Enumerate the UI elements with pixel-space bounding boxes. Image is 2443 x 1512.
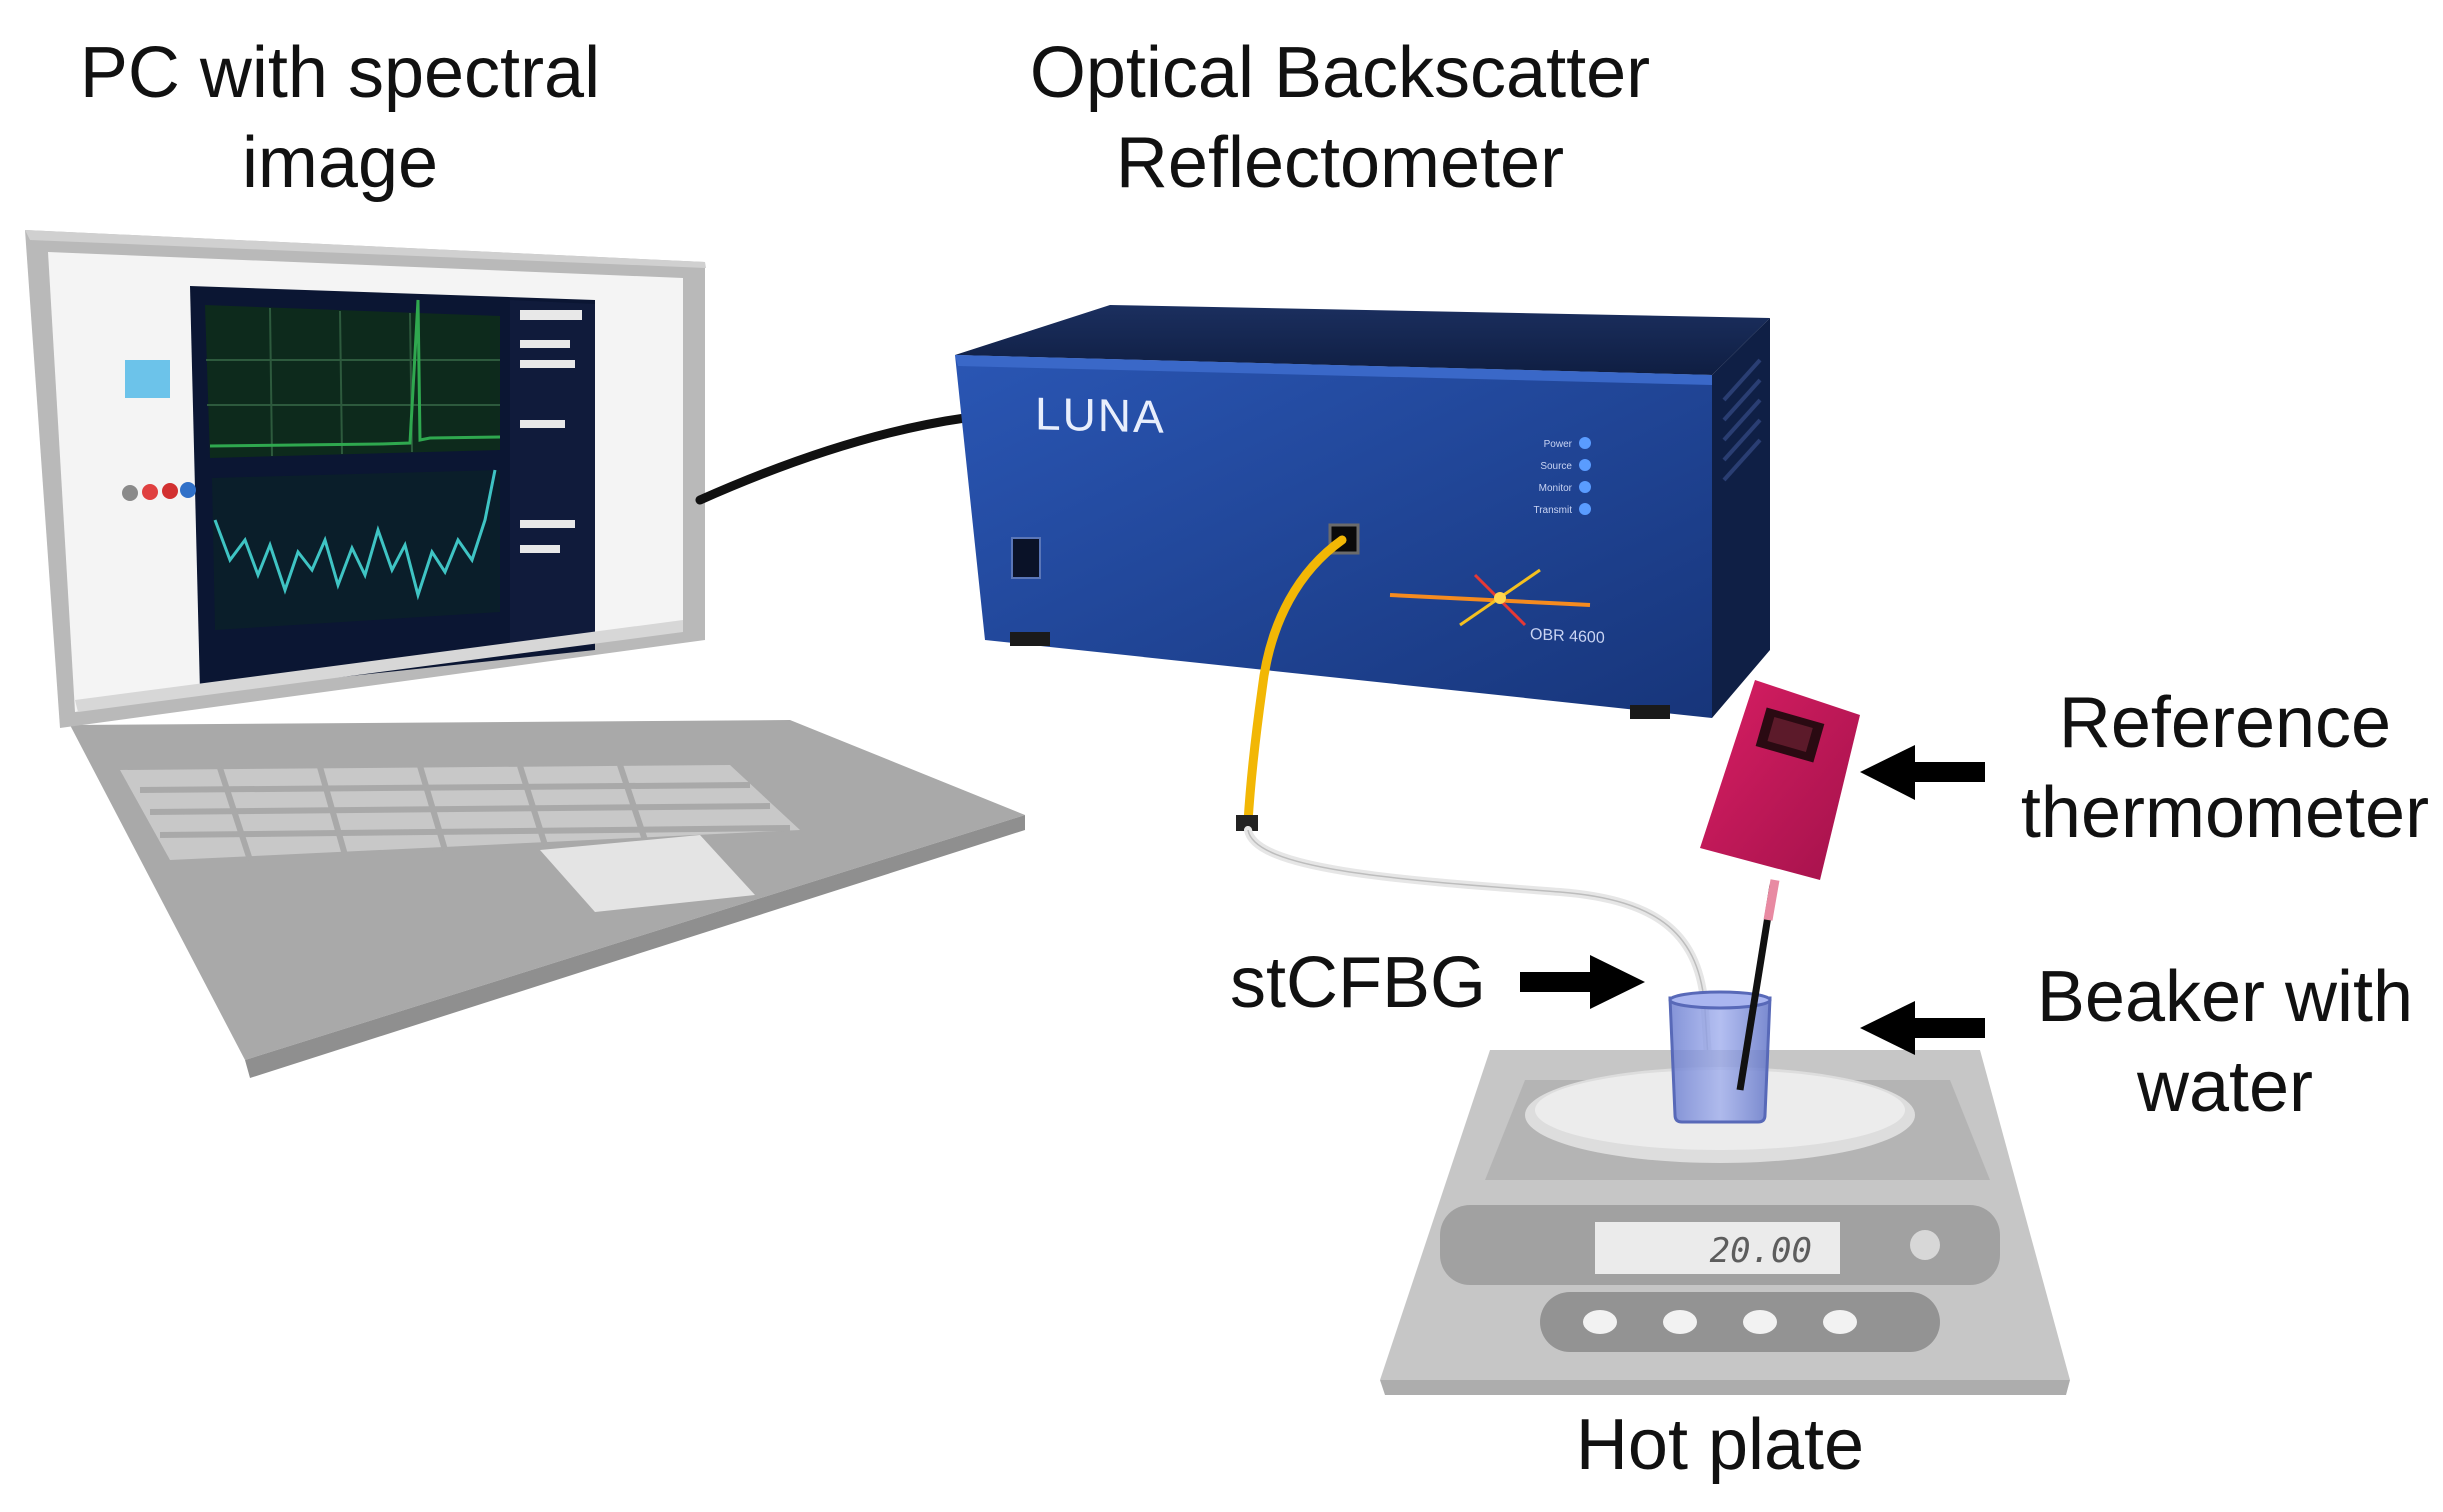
- obr-top: [955, 305, 1770, 375]
- arrow-stcfbg: [1520, 955, 1645, 1009]
- label-beaker-with-water: Beaker with water: [2010, 952, 2440, 1132]
- label-obr-line2: Reflectometer: [1115, 123, 1565, 203]
- screen-taskbar: [75, 620, 683, 712]
- fiber-connector: [1236, 815, 1258, 831]
- thermometer-body: [1700, 680, 1860, 880]
- label-beaker-line1: Beaker with: [2036, 957, 2414, 1037]
- obr-led-labels: Power Source Monitor Transmit: [1520, 434, 1572, 522]
- obr-model-label: OBR 4600: [1530, 626, 1605, 647]
- obr-power-switch: [1011, 537, 1041, 579]
- hot-plate-buttons: [1583, 1310, 1857, 1334]
- obr-status-leds: [1579, 437, 1591, 515]
- spectrum-plot-bottom: [212, 470, 500, 630]
- label-obr: Optical Backscatter Reflectometer: [960, 28, 1720, 208]
- label-pc-line1: PC with spectral: [79, 33, 601, 113]
- label-beaker-line2: water: [2136, 1047, 2314, 1127]
- data-cable: [695, 413, 970, 505]
- laptop-base-edge: [245, 815, 1025, 1078]
- spectrum-trace-bottom: [213, 469, 497, 601]
- label-hot-plate-text: Hot plate: [1575, 1405, 1865, 1485]
- screen-folder-icon: [125, 360, 170, 398]
- hot-plate-knob: [1910, 1230, 1940, 1260]
- beaker-body: [1668, 996, 1772, 1124]
- label-obr-line1: Optical Backscatter: [1029, 33, 1651, 113]
- optical-backscatter-reflectometer: [955, 305, 1770, 719]
- led-label-monitor: Monitor: [1538, 483, 1572, 494]
- label-stcfbg-text: stCFBG: [1230, 943, 1487, 1023]
- arrow-reference-thermometer: [1860, 745, 1985, 800]
- hot-plate: 20.00: [1380, 1050, 2070, 1395]
- patch-cord-fiber: [1243, 535, 1347, 827]
- obr-brand-logo: LUNA: [1035, 387, 1166, 443]
- hot-plate-button-bar: [1540, 1292, 1940, 1352]
- hot-plate-display-value: 20.00: [1710, 1231, 1812, 1271]
- reference-thermometer: [1700, 680, 1860, 1091]
- label-stcfbg: stCFBG: [1230, 938, 1530, 1028]
- label-reference-thermometer: Reference thermometer: [2010, 678, 2440, 858]
- laptop-touchpad: [540, 835, 755, 912]
- spectrum-trace-top: [209, 299, 501, 448]
- led-label-transmit: Transmit: [1533, 505, 1572, 516]
- label-ref-line2: thermometer: [2020, 773, 2430, 853]
- obr-side: [1712, 318, 1770, 718]
- laptop: [25, 230, 1025, 1078]
- spectrum-plot-top: [205, 305, 500, 458]
- laser-star-logo: [1389, 568, 1591, 627]
- label-ref-line1: Reference: [2058, 683, 2392, 763]
- label-pc-line2: image: [241, 123, 439, 203]
- led-label-source: Source: [1540, 461, 1572, 472]
- label-hot-plate: Hot plate: [1480, 1400, 1960, 1490]
- screen-share-icons: [122, 482, 196, 501]
- label-pc-spectral-image: PC with spectral image: [20, 28, 660, 208]
- hot-plate-display: [1595, 1222, 1840, 1274]
- arrow-beaker-with-water: [1860, 1001, 1985, 1055]
- led-label-power: Power: [1543, 439, 1572, 450]
- beaker-with-water: [1668, 990, 1772, 1124]
